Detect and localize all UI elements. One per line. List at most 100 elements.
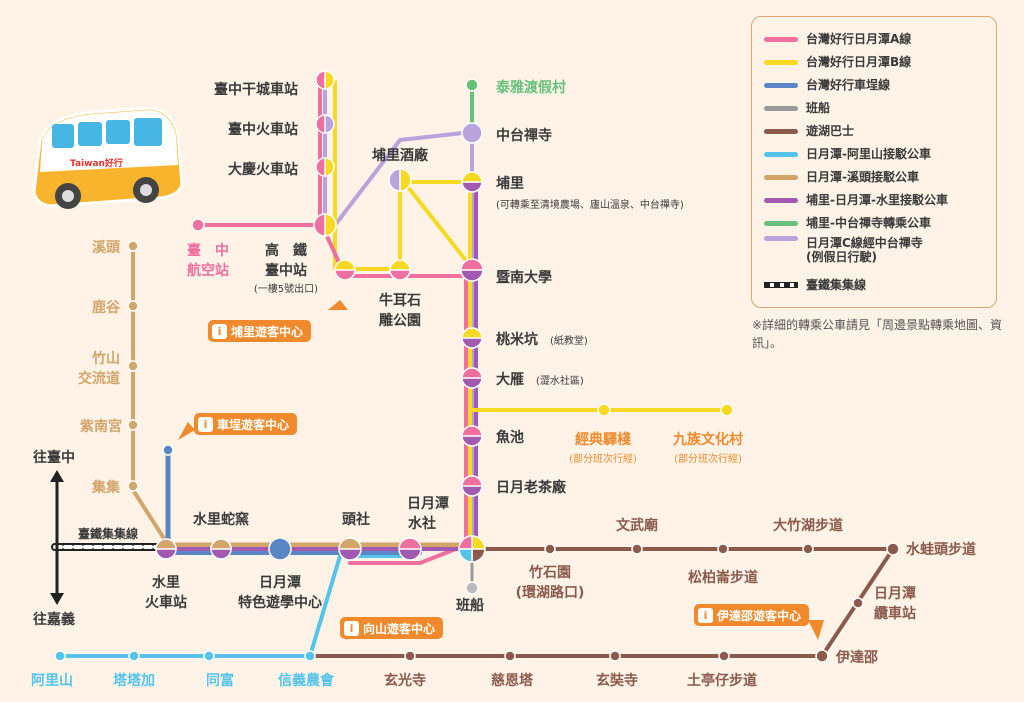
legend: 台灣好行日月潭A線 台灣好行日月潭B線 台灣好行車埕線 班船 遊湖巴士 日月潭-… [751,16,997,308]
station-tuting: 土亭仔步道 [687,672,757,689]
station-xinyi: 信義農會 [278,672,335,689]
info-icon: i [198,416,213,432]
legend-swatch [764,220,798,226]
station-alishan: 阿里山 [31,673,73,689]
station-zhushan-1: 竹山 [91,350,120,367]
rail-line-label: 臺鐵集集線 [78,526,138,541]
info-icon: i [698,607,713,623]
legend-item: 台灣好行車埕線 [764,75,890,95]
badge-puli-visitor-center: i 埔里遊客中心 [208,320,312,342]
legend-swatch [764,236,798,241]
legend-label: 埔里-日月潭-水里接駁公車 [806,193,948,207]
station-ropeway-1: 日月潭 [874,585,916,602]
station-zhushi-1: 竹石園 [528,564,571,581]
direction-arrows [50,470,64,605]
station-labels: 臺中干城車站 臺中火車站 大慶火車站 臺 中 航空站 高 鐵 臺中站 (一樓5號… [31,79,976,689]
legend-item: 埔里-中台禪寺轉乘公車 [764,213,931,233]
station-shuishe-2: 水社 [408,515,436,532]
station-tataka: 塔塔加 [113,672,155,689]
station-taomi: 桃米坑 [496,331,538,348]
station-xuanguang: 玄光寺 [384,672,426,689]
station-shuili-2: 火車站 [145,594,187,611]
legend-swatch [764,174,798,180]
badge-checheng-label: 車埕遊客中心 [217,417,290,432]
station-daqing: 大慶火車站 [228,161,298,178]
legend-item: 台灣好行日月潭B線 [764,52,911,72]
station-jiuzu: 九族文化村 [672,431,743,448]
station-dots [54,70,900,663]
legend-label: 臺鐵集集線 [806,278,867,292]
badge-ita-visitor-center: i 伊達邵遊客中心 [694,604,810,626]
station-niuer-1: 牛耳石 [379,292,421,309]
station-shuishe-1: 日月潭 [407,495,449,512]
bus-illustration: Taiwan好行 [32,106,184,209]
badge-xiangshan-visitor-center: i 向山遊客中心 [340,617,444,639]
station-tea: 日月老茶廠 [496,479,567,496]
legend-label-sub: (例假日行駛) [806,250,877,264]
station-zhongtai: 中台禪寺 [496,127,552,144]
legend-label: 埔里-中台禪寺轉乘公車 [806,216,931,230]
arrow-north-label: 往臺中 [33,449,75,466]
legend-label: 日月潭C線經中台禪寺(例假日行駛) [806,236,923,264]
station-taichung-ganc: 臺中干城車站 [214,81,298,98]
station-airport-1: 臺 中 [187,242,229,259]
station-jiji: 集集 [91,479,121,496]
legend-label: 班船 [806,101,831,115]
station-ropeway-2: 纜車站 [874,605,916,622]
station-hsr-2: 臺中站 [265,262,307,279]
station-school-2: 特色遊學中心 [238,594,322,611]
station-puli: 埔里 [496,175,524,192]
legend-item: 日月潭-阿里山接駁公車 [764,144,931,164]
station-niuer-2: 雕公園 [379,312,421,329]
station-shuiwa: 水蛙頭步道 [906,541,976,558]
station-dazhu: 大竹湖步道 [773,517,843,534]
station-cien: 慈恩塔 [491,672,534,689]
legend-item: 日月潭C線經中台禪寺(例假日行駛) [764,236,923,270]
station-xitou: 溪頭 [92,239,121,256]
legend-label: 日月潭-阿里山接駁公車 [806,147,931,161]
station-tongfu: 同富 [206,672,234,689]
legend-label: 台灣好行日月潭B線 [806,55,912,69]
legend-item: 班船 [764,98,830,118]
legend-item: 臺鐵集集線 [764,275,866,295]
station-hsr-1: 高 鐵 [265,242,307,259]
station-jiuzu-sub: (部分班次行經) [674,452,742,465]
station-jinan: 暨南大學 [496,269,552,286]
legend-swatch [764,197,798,203]
station-zhushi-2: (環湖路口) [516,584,585,601]
station-kiln: 水里蛇窯 [193,511,249,528]
info-icon: i [344,620,359,636]
station-taomi-sub: (紙教堂) [550,334,588,347]
svg-text:Taiwan好行: Taiwan好行 [70,157,123,169]
legend-swatch [764,105,798,111]
station-hsr-sub: (一樓5號出口) [254,282,318,295]
badge-xiangshan-label: 向山遊客中心 [363,621,436,636]
station-lugu: 鹿谷 [91,299,121,316]
legend-item: 遊湖巴士 [764,121,854,141]
legend-label-main: 日月潭C線經中台禪寺 [806,236,923,250]
station-yuchi: 魚池 [496,429,524,446]
legend-swatch-rail [764,282,798,288]
station-taiya: 泰雅渡假村 [495,79,566,96]
legend-swatch [764,36,798,42]
badge-puli-label: 埔里遊客中心 [231,324,304,339]
station-dayan: 大雁 [496,371,524,388]
legend-swatch [764,128,798,134]
station-jingdian-sub: (部分班次行經) [569,452,637,465]
station-taichung-train: 臺中火車站 [228,121,298,138]
station-winery: 埔里酒廠 [372,147,429,164]
station-songbo: 松柏崙步道 [688,569,758,586]
legend-label: 遊湖巴士 [806,124,855,138]
station-zhushan-2: 交流道 [78,370,120,387]
legend-swatch [764,59,798,65]
station-airport-2: 航空站 [187,262,229,279]
station-zinan: 紫南宮 [80,418,122,435]
station-puli-sub: (可轉乘至清境農場、廬山溫泉、中台禪寺) [496,198,684,211]
legend-label: 日月潭-溪頭接駁公車 [806,170,919,184]
badge-checheng-visitor-center: i 車埕遊客中心 [194,413,298,435]
station-toushe: 頭社 [342,511,370,528]
station-wenwu: 文武廟 [616,517,658,534]
station-ferry: 班船 [456,597,484,614]
legend-swatch [764,151,798,157]
